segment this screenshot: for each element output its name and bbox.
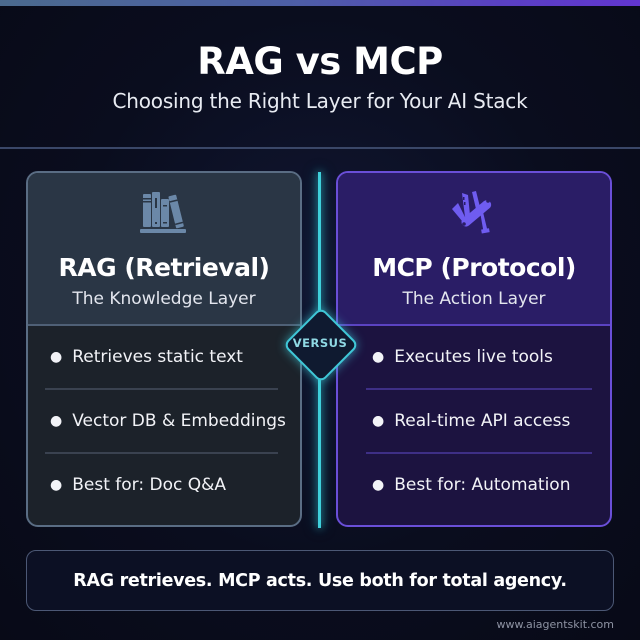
multitool-icon: [452, 191, 492, 234]
mcp-card: MCP (Protocol) The Action Layer ● Execut…: [336, 171, 612, 527]
versus-badge: VERSUS: [282, 306, 360, 384]
list-item: ● Vector DB & Embeddings: [28, 390, 300, 452]
summary-text: RAG retrieves. MCP acts. Use both for to…: [73, 570, 567, 591]
page-subtitle: Choosing the Right Layer for Your AI Sta…: [112, 89, 528, 113]
list-item-label: Best for: Automation: [394, 475, 571, 495]
rag-card-title: RAG (Retrieval): [58, 253, 270, 282]
list-divider: [45, 388, 278, 390]
rag-card: RAG (Retrieval) The Knowledge Layer ● Re…: [26, 171, 302, 527]
list-divider: [366, 388, 592, 390]
list-divider: [366, 452, 592, 454]
list-item: ● Retrieves static text: [28, 326, 300, 388]
mcp-card-header: MCP (Protocol) The Action Layer: [338, 173, 610, 326]
list-item: ● Real-time API access: [338, 390, 610, 452]
page-title: RAG vs MCP: [197, 40, 443, 83]
list-item: ● Best for: Automation: [338, 454, 610, 516]
rag-card-header: RAG (Retrieval) The Knowledge Layer: [28, 173, 300, 326]
summary-box: RAG retrieves. MCP acts. Use both for to…: [26, 550, 614, 611]
header-divider: [0, 147, 640, 149]
list-item: ● Best for: Doc Q&A: [28, 454, 300, 516]
bullet-icon: ●: [50, 413, 63, 429]
books-icon: [140, 192, 186, 233]
list-item-label: Real-time API access: [394, 411, 571, 431]
list-item-label: Vector DB & Embeddings: [72, 411, 286, 431]
bullet-icon: ●: [50, 349, 63, 365]
mcp-card-title: MCP (Protocol): [372, 253, 576, 282]
bullet-icon: ●: [372, 349, 385, 365]
list-item-label: Retrieves static text: [72, 347, 243, 367]
rag-feature-list: ● Retrieves static text ● Vector DB & Em…: [28, 326, 300, 516]
list-divider: [45, 452, 278, 454]
mcp-feature-list: ● Executes live tools ● Real-time API ac…: [338, 326, 610, 516]
list-item-label: Best for: Doc Q&A: [72, 475, 226, 495]
bullet-icon: ●: [372, 413, 385, 429]
rag-card-subtitle: The Knowledge Layer: [72, 289, 256, 309]
footer-url: www.aiagentskit.com: [496, 618, 614, 631]
versus-label: VERSUS: [292, 336, 348, 350]
list-item: ● Executes live tools: [338, 326, 610, 388]
bullet-icon: ●: [50, 477, 63, 493]
list-item-label: Executes live tools: [394, 347, 553, 367]
mcp-card-subtitle: The Action Layer: [402, 289, 546, 309]
bullet-icon: ●: [372, 477, 385, 493]
top-gradient-bar: [0, 0, 640, 6]
